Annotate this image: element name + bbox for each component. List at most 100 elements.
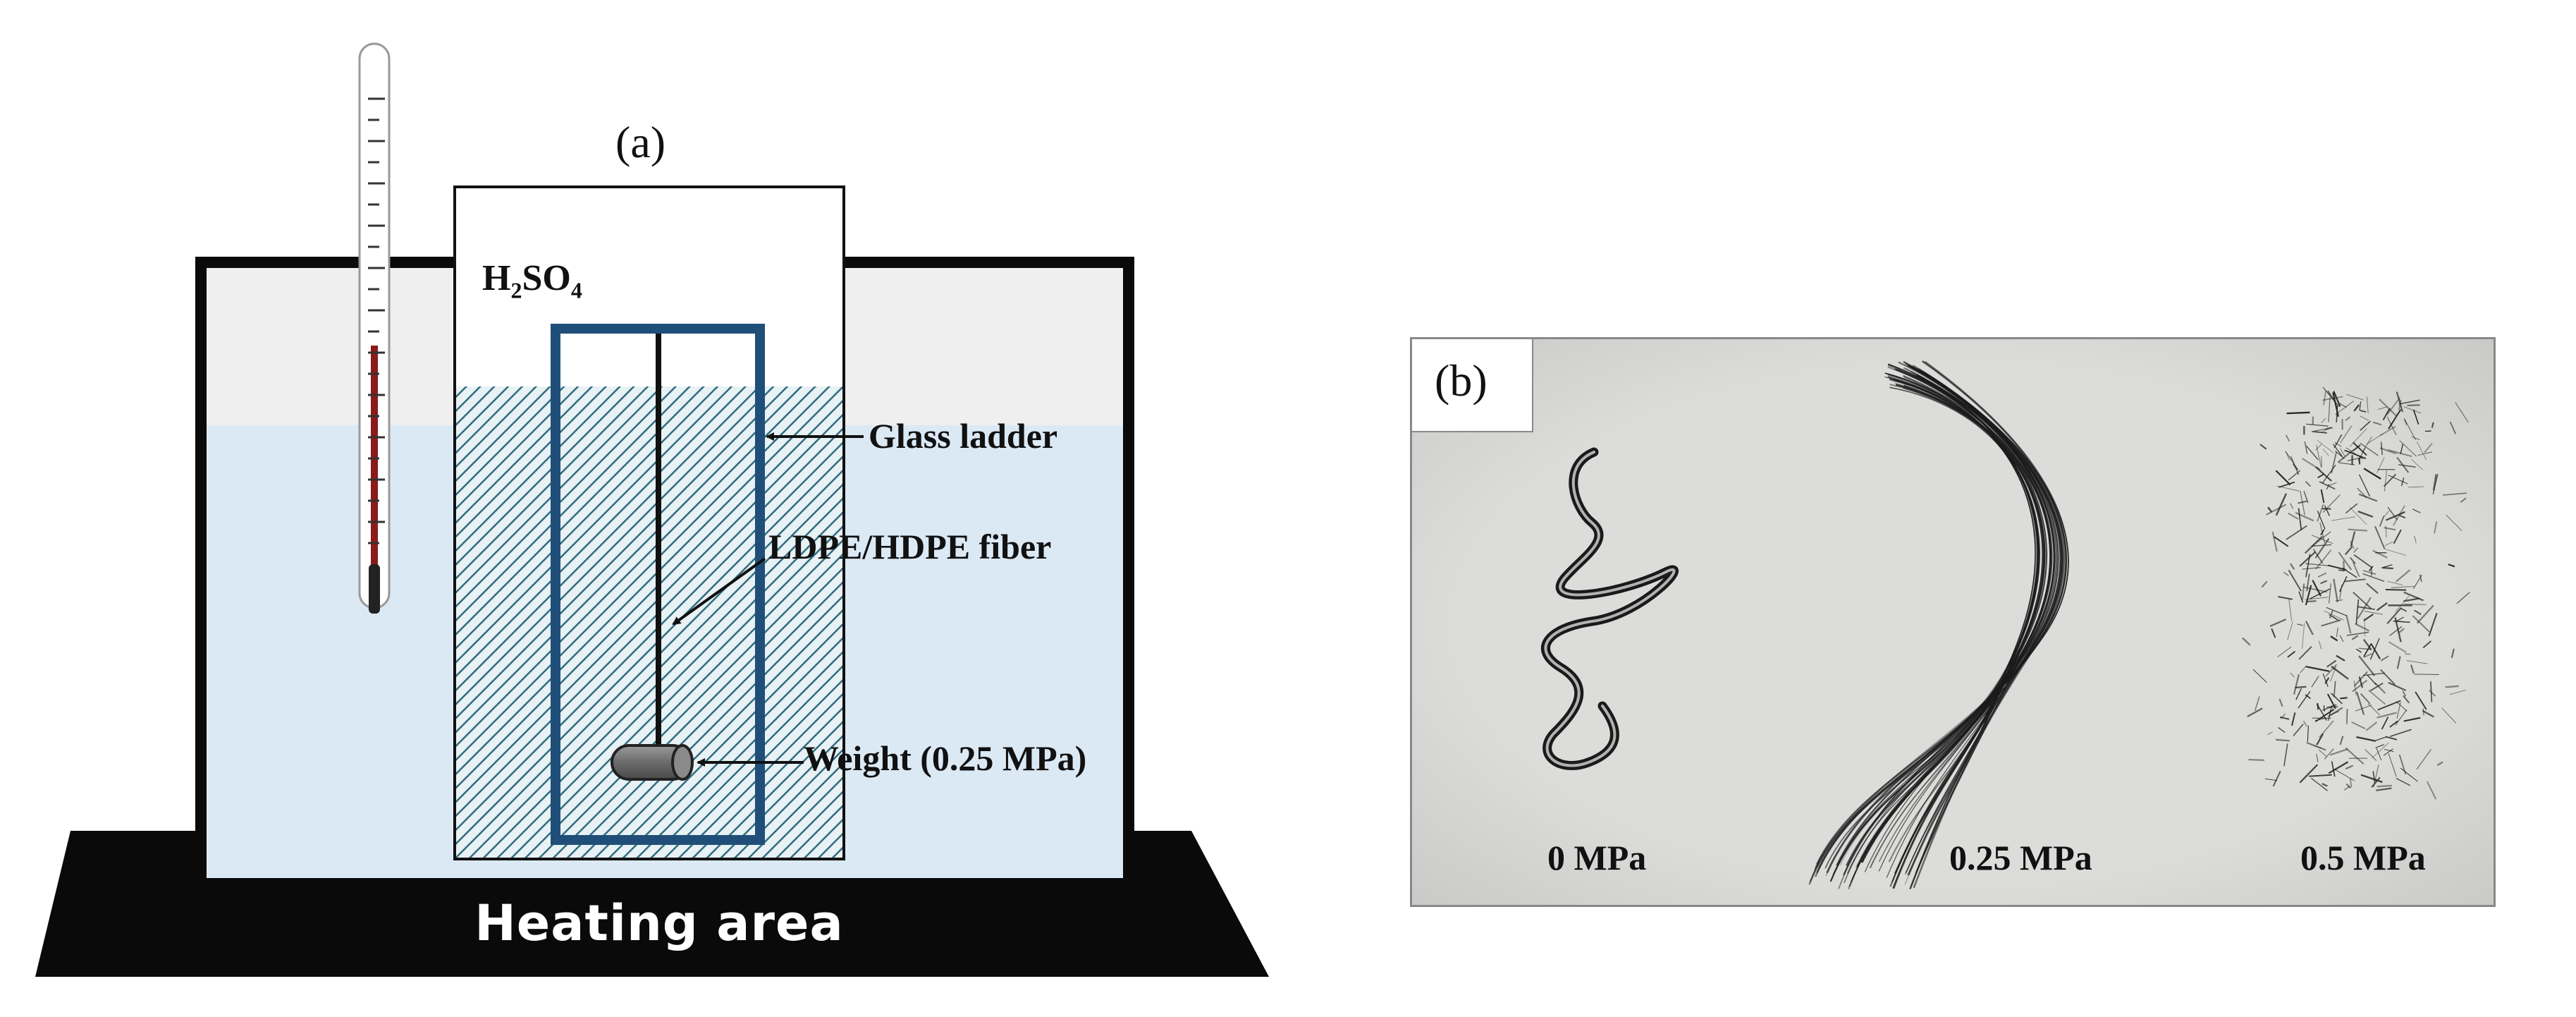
- short-fiber: [2389, 626, 2403, 636]
- short-fiber: [2322, 674, 2329, 687]
- panel-a-label: (a): [615, 117, 666, 167]
- short-fiber: [2276, 738, 2290, 742]
- short-fiber: [2295, 512, 2314, 522]
- short-fiber: [2310, 777, 2329, 791]
- short-fiber: [2403, 695, 2410, 704]
- short-fiber: [2302, 458, 2321, 470]
- short-fiber: [2345, 503, 2358, 514]
- sample-025-mpa: [1808, 360, 2069, 890]
- short-fiber: [2340, 449, 2345, 457]
- short-fiber: [2366, 583, 2379, 594]
- short-fiber: [2309, 774, 2332, 777]
- short-fiber: [2365, 721, 2378, 731]
- short-fiber: [2317, 504, 2324, 522]
- short-fiber: [2362, 639, 2372, 651]
- panel-b-label: (b): [1435, 355, 1488, 406]
- bundle-fiber: [1913, 370, 2067, 889]
- short-fiber: [2345, 615, 2352, 634]
- short-fiber: [2305, 666, 2330, 672]
- short-fiber: [2330, 635, 2338, 642]
- short-fiber: [2323, 391, 2326, 406]
- short-fiber: [2398, 399, 2420, 405]
- short-fiber: [2398, 628, 2405, 633]
- short-fiber: [2293, 674, 2300, 695]
- glass-ladder: [551, 324, 765, 845]
- short-fiber: [2319, 481, 2336, 490]
- short-fiber: [2358, 676, 2364, 688]
- short-fiber: [2348, 528, 2367, 532]
- short-fiber: [2317, 511, 2326, 530]
- short-fiber: [2416, 749, 2431, 770]
- short-fiber: [2351, 635, 2359, 640]
- short-fiber: [2434, 521, 2438, 534]
- short-fiber: [2278, 726, 2286, 733]
- short-fiber: [2350, 531, 2356, 547]
- short-fiber: [2302, 586, 2328, 593]
- short-fiber: [2336, 654, 2345, 662]
- short-fiber: [2419, 574, 2422, 583]
- short-fiber: [2329, 614, 2338, 621]
- short-fiber: [2328, 761, 2349, 774]
- short-fiber: [2388, 641, 2407, 653]
- short-fiber: [2358, 655, 2376, 676]
- short-fiber: [2384, 548, 2407, 556]
- short-fiber: [2290, 672, 2295, 678]
- thermometer: [358, 42, 391, 614]
- sample-05-mpa: [2242, 386, 2470, 800]
- weight: [611, 744, 694, 781]
- short-fiber: [2327, 705, 2333, 721]
- short-fiber: [2261, 580, 2268, 588]
- short-fiber: [2389, 720, 2398, 728]
- short-fiber: [2278, 698, 2283, 707]
- short-fiber: [2333, 578, 2338, 602]
- short-fiber: [2383, 473, 2397, 487]
- short-fiber: [2302, 566, 2321, 570]
- short-fiber: [2357, 597, 2372, 619]
- short-fiber: [2278, 595, 2293, 600]
- sample-label-2: 0.5 MPa: [2300, 838, 2426, 877]
- short-fiber: [2306, 573, 2310, 592]
- short-fiber: [2335, 450, 2345, 459]
- short-fiber: [2328, 397, 2331, 422]
- short-fiber: [2318, 749, 2327, 757]
- short-fiber: [2353, 547, 2359, 553]
- short-fiber: [2449, 421, 2456, 434]
- short-fiber: [2349, 556, 2356, 564]
- short-fiber: [2338, 569, 2345, 571]
- short-fiber: [2275, 470, 2291, 486]
- short-fiber: [2304, 535, 2323, 554]
- short-fiber: [2353, 444, 2361, 451]
- short-fiber: [2426, 781, 2437, 800]
- short-fiber: [2362, 573, 2385, 582]
- short-fiber: [2366, 396, 2369, 414]
- short-fiber: [2396, 569, 2411, 583]
- short-fiber: [2295, 688, 2302, 700]
- short-fiber: [2412, 615, 2430, 633]
- short-fiber: [2360, 442, 2379, 456]
- short-fiber: [2367, 674, 2377, 686]
- short-fiber: [2446, 514, 2462, 531]
- short-fiber: [2400, 477, 2405, 487]
- short-fiber: [2360, 410, 2367, 413]
- short-fiber: [2370, 643, 2381, 659]
- short-fiber: [2332, 444, 2343, 457]
- short-fiber: [2352, 679, 2368, 693]
- short-fiber: [2353, 441, 2367, 456]
- short-fiber: [2399, 514, 2406, 519]
- short-fiber: [2344, 546, 2353, 556]
- short-fiber: [2396, 656, 2401, 669]
- short-fiber: [2298, 691, 2311, 709]
- short-fiber: [2278, 481, 2295, 488]
- short-fiber: [2339, 576, 2348, 592]
- short-fiber: [2321, 619, 2341, 627]
- short-fiber: [2247, 707, 2263, 718]
- short-fiber: [2416, 604, 2434, 624]
- short-fiber: [2322, 464, 2336, 484]
- short-fiber: [2345, 447, 2364, 460]
- short-fiber: [2358, 647, 2372, 650]
- short-fiber: [2350, 541, 2355, 549]
- short-fiber: [2306, 741, 2326, 751]
- short-fiber: [2403, 597, 2420, 602]
- short-fiber: [2312, 430, 2327, 434]
- short-fiber: [2353, 680, 2357, 695]
